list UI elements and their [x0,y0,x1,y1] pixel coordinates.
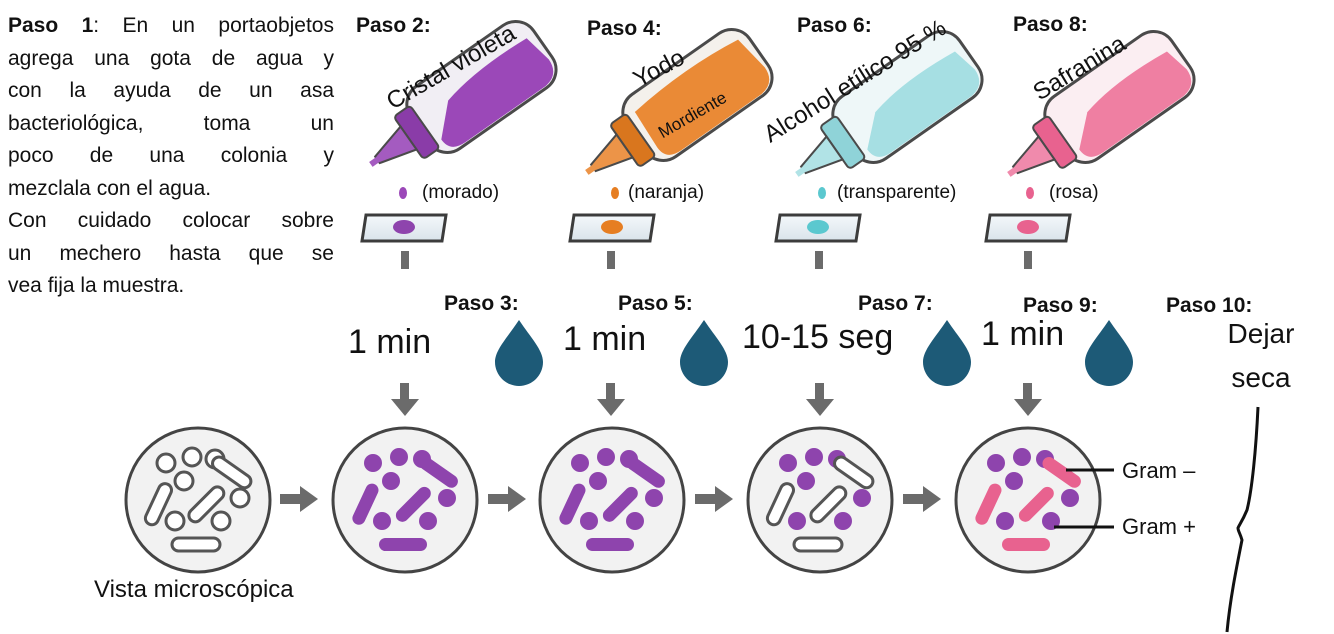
connector-bar [607,251,615,269]
step-label-7: Paso 7: [858,292,933,315]
step-label-10: Paso 10: [1166,294,1253,317]
drop-icon [818,187,826,199]
step-label-2: Paso 2: [356,14,431,37]
water-drop-icon [923,320,971,386]
glass-slide-icon [984,213,1072,243]
intro-line-1: Paso 1: En un portaobjetos [8,10,334,43]
microscope-view-icon [538,426,686,574]
time-step-7: 10-15 seg [742,318,894,356]
microscope-view-icon [124,426,272,574]
drop-icon [1026,187,1034,199]
intro-line-7: Con cuidado colocar sobre [8,209,334,232]
color-note-safranin: (rosa) [1049,182,1099,203]
intro-paragraph: Paso 1: En un portaobjetos agrega una go… [8,10,334,303]
glass-slide-icon [360,213,448,243]
dry-line-1: Dejar [1227,318,1295,349]
drop-icon [399,187,407,199]
intro-line-6: mezclala con el agua. [8,176,212,200]
water-drop-icon [680,320,728,386]
step-label-5: Paso 5: [618,292,693,315]
right-arrow-icon [280,486,318,512]
intro-line-8: un mechero hasta que se [8,241,334,265]
gram-positive-label: Gram + [1122,514,1196,539]
down-arrow-icon [597,383,625,416]
microscope-view-icon [331,426,479,574]
down-arrow-icon [806,383,834,416]
intro-head: Paso 1 [8,14,94,37]
gram-negative-label: Gram – [1122,458,1196,483]
microscope-view-icon [954,426,1102,574]
intro-line-4: bacteriológica, toma un [8,111,334,135]
step-label-9: Paso 9: [1023,294,1098,317]
right-arrow-icon [488,486,526,512]
step-label-8: Paso 8: [1013,13,1088,36]
microscope-caption: Vista microscópica [94,576,294,603]
time-step-3: 1 min [348,323,432,361]
intro-line-3: con la ayuda de un asa [8,79,334,102]
down-arrow-icon [1014,383,1042,416]
intro-line-1-text: En un portaobjetos [99,14,334,37]
microscope-view-icon [746,426,894,574]
dry-line-2: seca [1231,362,1291,393]
dropper-bottle-icon [585,27,774,175]
time-step-5: 1 min [563,320,647,358]
right-arrow-icon [903,486,941,512]
glass-slide-icon [774,213,862,243]
water-drop-icon [495,320,543,386]
drop-icon [611,187,619,199]
brace-icon [1225,406,1260,633]
step-label-3: Paso 3: [444,292,519,315]
dry-instruction: Dejar seca [1216,312,1306,400]
dropper-bottle-icon [369,19,558,167]
glass-slide-icon [568,213,656,243]
intro-line-2: agrega una gota de agua y [8,46,334,70]
connector-bar [815,251,823,269]
intro-line-5: poco de una colonia y [8,144,334,167]
color-note-alcohol: (transparente) [837,182,957,203]
dropper-bottle-icon [795,29,984,177]
time-step-9: 1 min [981,315,1065,353]
intro-line-9: vea fija la muestra. [8,274,185,297]
step-label-6: Paso 6: [797,14,872,37]
color-note-iodine: (naranja) [628,182,705,203]
dropper-bottle-icon [1007,29,1196,177]
right-arrow-icon [695,486,733,512]
connector-bar [401,251,409,269]
intro-head-sep: : [93,14,100,37]
connector-bar [1024,251,1032,269]
color-note-crystal: (morado) [422,182,500,203]
water-drop-icon [1085,320,1133,386]
down-arrow-icon [391,383,419,416]
step-label-4: Paso 4: [587,17,662,40]
